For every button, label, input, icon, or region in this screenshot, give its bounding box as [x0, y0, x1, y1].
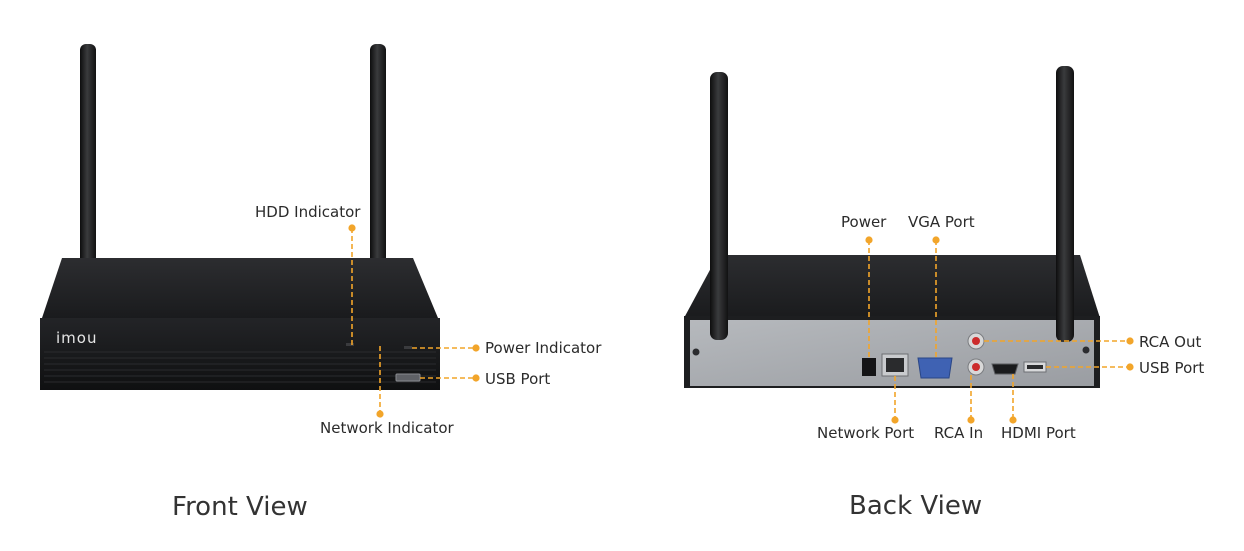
hdd-indicator-light	[346, 343, 354, 346]
back-view-title: Back View	[849, 491, 982, 521]
network-port-socket	[886, 358, 904, 372]
vga-port-label: VGA Port	[908, 213, 975, 231]
rca-out-ring	[972, 337, 980, 345]
front-top-surface	[42, 258, 438, 318]
brand-logo: imou	[56, 329, 97, 347]
front-vent-lines	[44, 351, 436, 383]
back-view-device	[684, 66, 1100, 388]
back-callouts: Power VGA Port RCA Out USB Port Network …	[817, 213, 1204, 442]
front-usb-port-label: USB Port	[485, 370, 550, 388]
hdmi-port-label: HDMI Port	[1001, 424, 1076, 442]
front-usb-slot	[395, 373, 421, 382]
front-callouts: HDD Indicator Power Indicator USB Port N…	[255, 203, 602, 437]
back-screw-left	[692, 348, 700, 356]
back-usb-port-label: USB Port	[1139, 359, 1204, 377]
front-view-device: imou	[40, 44, 440, 390]
power-indicator-light	[404, 346, 412, 349]
vga-port	[917, 357, 953, 379]
network-port-label: Network Port	[817, 424, 914, 442]
power-indicator-label: Power Indicator	[485, 339, 602, 357]
front-view-title: Front View	[172, 492, 308, 522]
rca-in-ring	[972, 363, 980, 371]
power-jack	[862, 358, 876, 376]
front-face	[40, 318, 440, 390]
rca-out-label: RCA Out	[1139, 333, 1201, 351]
back-top-surface	[684, 255, 1100, 318]
hdd-indicator-label: HDD Indicator	[255, 203, 361, 221]
power-label: Power	[841, 213, 887, 231]
front-left-antenna	[80, 44, 96, 266]
front-right-antenna	[370, 44, 386, 266]
back-screw-right	[1082, 346, 1090, 354]
hdmi-port	[991, 363, 1019, 375]
network-indicator-label: Network Indicator	[320, 419, 455, 437]
rca-in-label: RCA In	[934, 424, 983, 442]
back-left-antenna	[710, 72, 728, 340]
back-right-antenna	[1056, 66, 1074, 342]
back-usb-socket	[1027, 365, 1043, 369]
